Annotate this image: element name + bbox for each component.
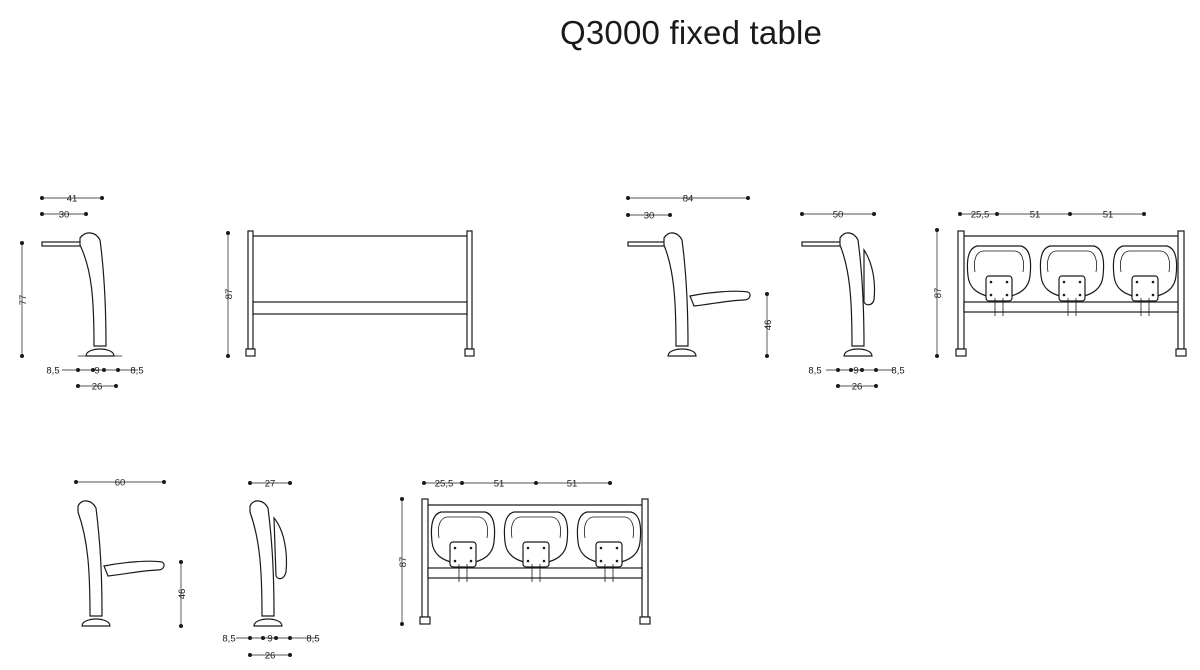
dim-label: 8,5 (808, 366, 821, 377)
dim-label: 25,5 (971, 210, 990, 221)
dim-label: 51 (567, 479, 578, 490)
dim-label: 25,5 (435, 479, 454, 490)
dim-label: 8,5 (306, 634, 319, 645)
dim-label: 46 (763, 320, 774, 331)
page-title: Q3000 fixed table (560, 14, 823, 51)
dim-label: 84 (683, 194, 694, 205)
view-side-table: 41 30 77 8,5 9 8,5 26 (18, 194, 144, 393)
view-side-seat: 60 46 (74, 478, 188, 628)
view-front-three-seats: 25,5 51 51 87 (933, 210, 1187, 358)
dim-label: 9 (853, 366, 858, 377)
dim-label: 27 (265, 479, 276, 490)
view-rear-three-seats: 25,5 51 51 87 (398, 479, 651, 626)
dim-label: 30 (644, 211, 655, 222)
dim-label: 41 (67, 194, 78, 205)
dim-label: 8,5 (130, 366, 143, 377)
dim-label: 26 (265, 651, 276, 662)
dim-label: 26 (852, 382, 863, 393)
dim-label: 51 (1103, 210, 1114, 221)
dim-label: 87 (933, 288, 944, 299)
dim-label: 60 (115, 478, 126, 489)
dim-label: 50 (833, 210, 844, 221)
dim-label: 8,5 (222, 634, 235, 645)
dim-label: 87 (224, 289, 235, 300)
dim-label: 8,5 (46, 366, 59, 377)
dim-label: 51 (494, 479, 505, 490)
dim-label: 26 (92, 382, 103, 393)
dim-label: 87 (398, 557, 409, 568)
dim-label: 9 (94, 366, 99, 377)
dim-label: 51 (1030, 210, 1041, 221)
dim-label: 30 (59, 210, 70, 221)
view-side-table-seat: 84 30 46 (626, 194, 774, 358)
view-front-table: 87 (224, 230, 475, 358)
view-side-table-folded: 50 8,5 9 8,5 26 (800, 210, 905, 393)
dim-label: 46 (177, 589, 188, 600)
dim-label: 77 (18, 295, 29, 306)
dim-label: 8,5 (891, 366, 904, 377)
dim-label: 9 (267, 634, 272, 645)
view-side-seat-folded: 27 8,5 9 8,5 26 (222, 479, 319, 662)
